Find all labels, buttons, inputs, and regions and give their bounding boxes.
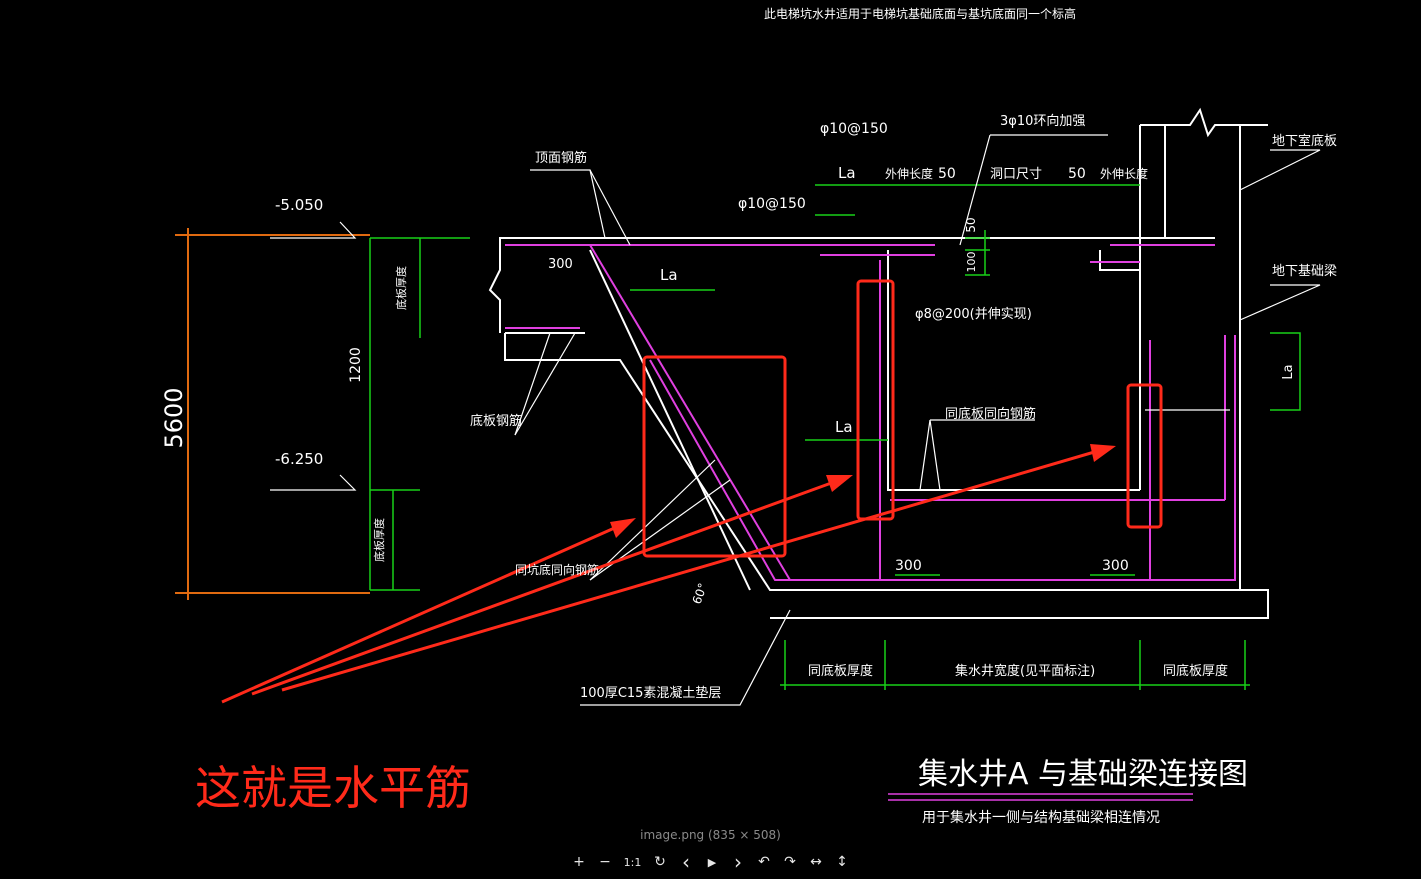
dim-50-vertical: 50 (964, 217, 978, 232)
rebar-lines (505, 244, 1236, 581)
la-label-4: La (1281, 364, 1296, 379)
dim-100-vertical: 100 (965, 252, 978, 273)
total-dimension: 5600 (160, 387, 188, 448)
flip-horizontal-icon[interactable]: ↔ (810, 854, 822, 870)
total-dim (175, 228, 370, 600)
basement-floor-label: 地下室底板 (1272, 133, 1337, 149)
dim-300-left: 300 (548, 257, 573, 272)
rotate-left-icon[interactable]: ↶ (758, 854, 770, 870)
flip-vertical-icon[interactable]: ↕ (836, 854, 848, 870)
la-label-3: La (835, 418, 853, 436)
base-thickness-label: 底板厚度 (394, 266, 408, 310)
annotation-text: 这就是水平筋 (195, 761, 471, 815)
rotate-right-icon[interactable]: ↷ (784, 854, 796, 870)
red-arrowheads (610, 444, 1116, 538)
ring-reinforcement-label: 3φ10环向加强 (1000, 113, 1085, 129)
bottom-thickness-label: 同底板厚度 (808, 663, 873, 679)
la-label-1: La (660, 266, 678, 284)
elevation-top: -5.050 (275, 196, 323, 214)
dim-300-mid: 300 (895, 558, 922, 574)
foundation-beam-label: 地下基础梁 (1272, 264, 1337, 279)
zoom-out-button[interactable]: − (599, 854, 611, 870)
top-rebar-label: 顶面钢筋 (535, 150, 587, 166)
elevation-bottom: -6.250 (275, 450, 323, 468)
dim-50-left: 50 (938, 166, 956, 182)
actual-size-button[interactable]: 1:1 (623, 855, 642, 869)
same-dir-rebar-label: 同底板同向钢筋 (945, 406, 1036, 422)
phi8-200-label: φ8@200(并伸实现) (915, 307, 1032, 322)
angle-60-label: 60° (690, 581, 710, 606)
opening-size-label: 洞口尺寸 (990, 167, 1042, 182)
dim-300-right: 300 (1102, 558, 1129, 574)
outer-length-label: 外伸长度 (885, 166, 933, 181)
dim-1200: 1200 (348, 347, 364, 383)
viewer-toolbar: + − 1:1 ↻ ‹ ▶ › ↶ ↷ ↔ ↕ (0, 850, 1421, 874)
image-caption: image.png (835 × 508) (640, 828, 781, 842)
outer-length-label-right: 外伸长度 (1100, 166, 1148, 181)
bottom-rebar-label: 底板钢筋 (470, 413, 522, 429)
dimension-lines (369, 184, 1301, 690)
prev-icon[interactable]: ‹ (682, 850, 690, 874)
reset-icon[interactable]: ↻ (654, 854, 666, 870)
top-note: 此电梯坑水井适用于电梯坑基础底面与基坑底面同一个标高 (764, 6, 1076, 21)
well-thickness-label: 底板厚度 (372, 518, 386, 562)
red-arrows (221, 446, 1109, 704)
cushion-label: 100厚C15素混凝土垫层 (580, 685, 721, 701)
la-label-2: La (838, 164, 856, 182)
play-icon[interactable]: ▶ (707, 855, 717, 869)
same-dir-bottom-rebar-label: 同坑底同向钢筋 (515, 562, 599, 577)
next-icon[interactable]: › (734, 850, 742, 874)
drawing-subtitle: 用于集水井一侧与结构基础梁相连情况 (922, 809, 1160, 826)
phi10-150-label-a: φ10@150 (820, 121, 888, 137)
bottom-thickness-label-b: 同底板厚度 (1163, 663, 1228, 679)
drawing-title: 集水井A 与基础梁连接图 (918, 757, 1248, 792)
red-highlight-boxes (642, 279, 1163, 558)
well-width-label: 集水井宽度(见平面标注) (955, 663, 1095, 679)
dim-50-right: 50 (1068, 166, 1086, 182)
concrete-outline (488, 107, 1269, 619)
title-underlines (888, 793, 1193, 801)
phi10-150-label-b: φ10@150 (738, 196, 806, 212)
leader-lines (270, 134, 1321, 706)
zoom-in-button[interactable]: + (573, 854, 585, 870)
